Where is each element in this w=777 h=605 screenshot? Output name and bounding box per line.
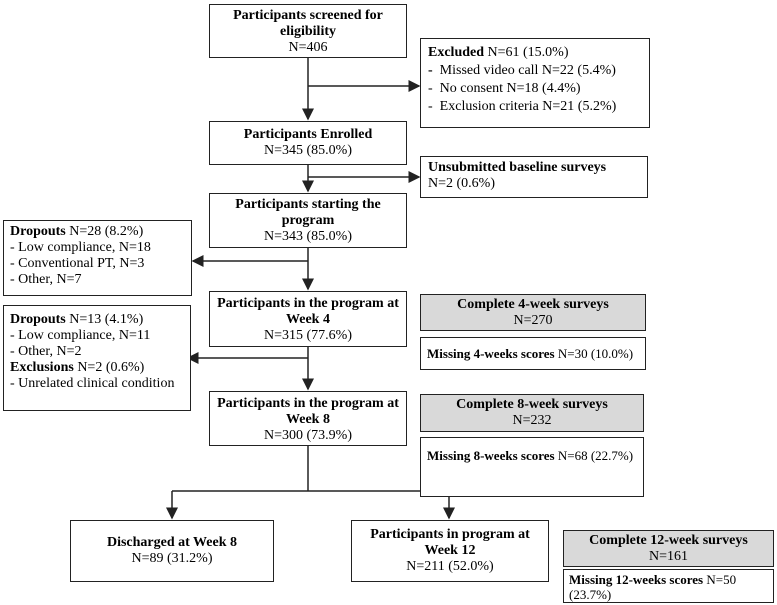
exclusions-item: - Unrelated clinical condition (10, 376, 175, 391)
complete4-box: Complete 4-week surveys N=270 (420, 294, 646, 331)
dropouts1-item: - Other, N=7 (10, 272, 82, 287)
enrolled-box: Participants Enrolled N=345 (85.0%) (209, 121, 407, 165)
missing8-box: Missing 8-weeks scores N=68 (22.7%) (420, 437, 644, 497)
excluded-n: N=61 (15.0%) (487, 45, 569, 60)
missing12-box: Missing 12-weeks scores N=50 (23.7%) (563, 569, 774, 603)
screened-title: Participants screened for eligibility (233, 8, 383, 39)
excluded-label: Excluded (428, 45, 485, 60)
discharged-title: Discharged at Week 8 (106, 535, 237, 550)
dropouts2-item: - Low compliance, N=11 (10, 328, 151, 343)
complete4-title: Complete 4-week surveys (457, 297, 609, 312)
dropouts2-item: - Other, N=2 (10, 344, 82, 359)
dropouts1-item: - Conventional PT, N=3 (10, 256, 145, 271)
excluded-item: Missed video call N=22 (5.4%) (439, 63, 616, 78)
missing8-label: Missing 8-weeks scores (427, 448, 555, 463)
complete12-n: N=161 (648, 549, 688, 564)
week8-title: Participants in the program at Week 8 (217, 396, 399, 427)
missing4-box: Missing 4-weeks scores N=30 (10.0%) (420, 337, 646, 370)
unsubmitted-n: N=2 (0.6%) (428, 176, 495, 191)
week8-n: N=300 (73.9%) (264, 428, 352, 443)
starting-n: N=343 (85.0%) (264, 229, 352, 244)
week12-box: Participants in program at Week 12 N=211… (351, 520, 549, 582)
missing4-n: N=30 (10.0%) (557, 346, 634, 361)
exclusions-n: N=2 (0.6%) (77, 360, 145, 375)
exclusions-label: Exclusions (10, 360, 74, 375)
week12-title: Participants in program at Week 12 (370, 527, 530, 558)
unsubmitted-title: Unsubmitted baseline surveys (428, 160, 607, 175)
dropouts1-label: Dropouts (10, 224, 66, 239)
dropouts1-n: N=28 (8.2%) (69, 224, 144, 239)
week4-n: N=315 (77.6%) (264, 328, 352, 343)
complete12-box: Complete 12-week surveys N=161 (563, 530, 774, 567)
enrolled-title: Participants Enrolled (243, 127, 373, 142)
excluded-item: Exclusion criteria N=21 (5.2%) (439, 99, 617, 114)
discharged-n: N=89 (31.2%) (131, 551, 213, 566)
unsubmitted-box: Unsubmitted baseline surveys N=2 (0.6%) (420, 156, 648, 198)
dropouts2-n: N=13 (4.1%) (69, 312, 144, 327)
complete12-title: Complete 12-week surveys (589, 533, 748, 548)
dropouts2-label: Dropouts (10, 312, 66, 327)
excluded-item: No consent N=18 (4.4%) (439, 81, 581, 96)
complete8-box: Complete 8-week surveys N=232 (420, 394, 644, 432)
missing12-label: Missing 12-weeks scores (569, 572, 704, 587)
dropouts2-box: Dropouts N=13 (4.1%) - Low compliance, N… (3, 305, 191, 411)
week12-n: N=211 (52.0%) (406, 559, 494, 574)
week4-box: Participants in the program at Week 4 N=… (209, 291, 407, 347)
enrolled-n: N=345 (85.0%) (264, 143, 352, 158)
discharged-box: Discharged at Week 8 N=89 (31.2%) (70, 520, 274, 582)
missing12-n: N=50 (23.7%) (569, 572, 737, 602)
excluded-box: Excluded N=61 (15.0%) - Missed video cal… (420, 38, 650, 128)
missing4-label: Missing 4-weeks scores (427, 346, 555, 361)
screened-box: Participants screened for eligibility N=… (209, 4, 407, 58)
complete8-n: N=232 (512, 413, 552, 428)
dropouts1-item: - Low compliance, N=18 (10, 240, 151, 255)
complete8-title: Complete 8-week surveys (456, 397, 608, 412)
screened-n: N=406 (288, 40, 328, 55)
week4-title: Participants in the program at Week 4 (217, 296, 399, 327)
complete4-n: N=270 (513, 313, 553, 328)
dropouts1-box: Dropouts N=28 (8.2%) - Low compliance, N… (3, 220, 192, 296)
missing8-n: N=68 (22.7%) (557, 448, 634, 463)
starting-box: Participants starting the program N=343 … (209, 193, 407, 248)
starting-title: Participants starting the program (235, 197, 381, 228)
week8-box: Participants in the program at Week 8 N=… (209, 391, 407, 446)
